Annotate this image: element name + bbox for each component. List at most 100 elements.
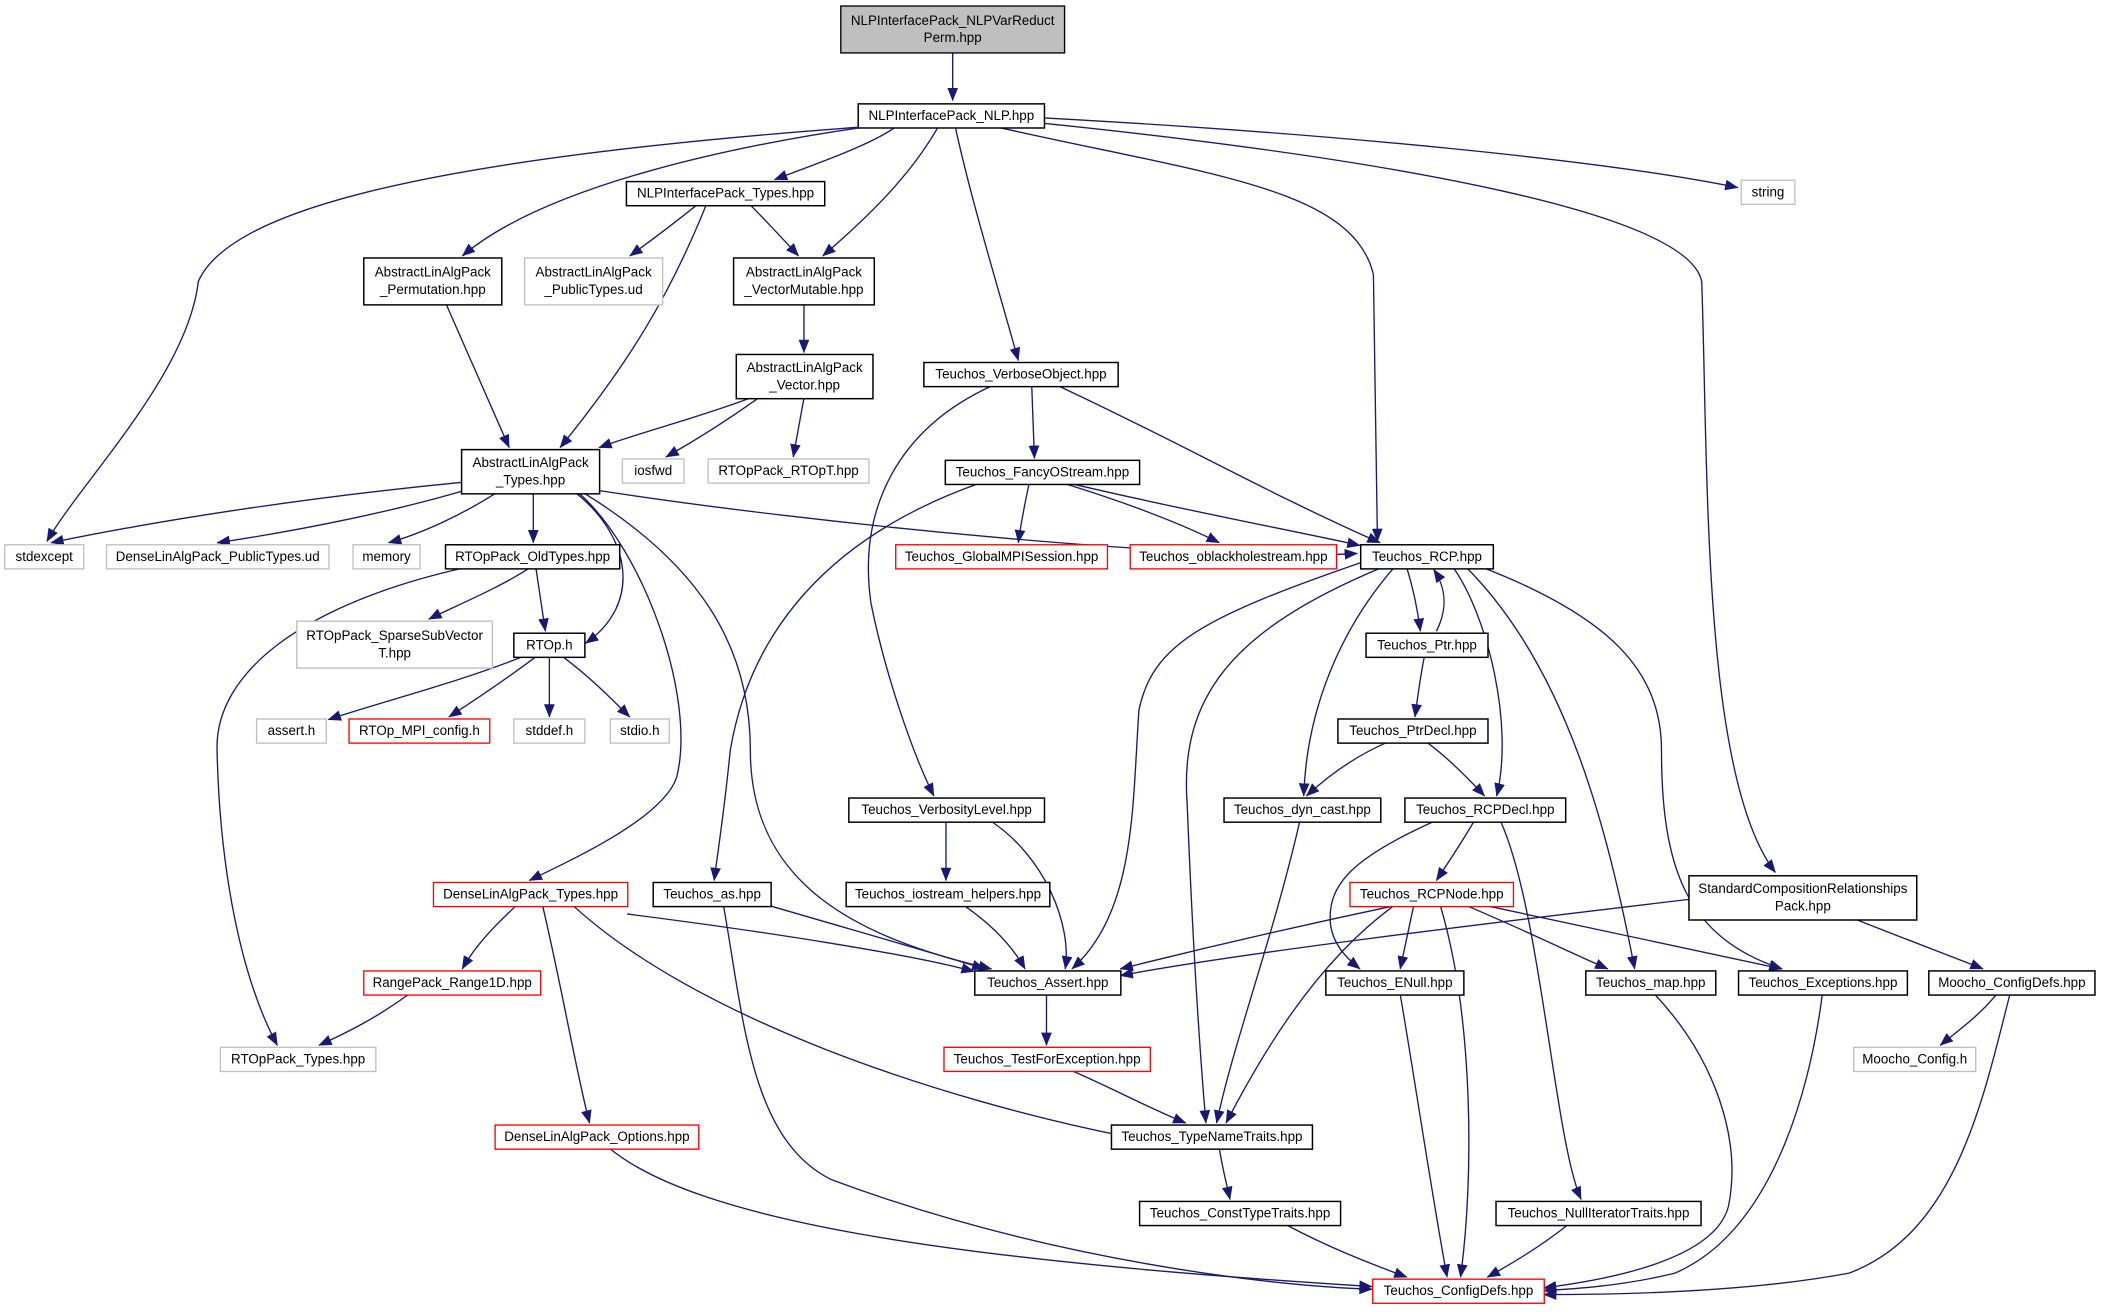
edge-rcp-to-typename bbox=[1185, 567, 1381, 1124]
node-label: RangePack_Range1D.hpp bbox=[373, 975, 532, 990]
node-mpiconfig[interactable]: RTOp_MPI_config.h bbox=[348, 718, 491, 744]
edge-rtopold-to-sparse bbox=[428, 567, 530, 620]
edge-testfor-to-typename bbox=[1071, 1070, 1187, 1124]
node-range1d[interactable]: RangePack_Range1D.hpp bbox=[363, 970, 542, 996]
node-label: NLPInterfacePack_NLPVarReduct bbox=[851, 13, 1055, 28]
node-assert[interactable]: Teuchos_Assert.hpp bbox=[974, 970, 1122, 996]
node-asserth: assert.h bbox=[255, 718, 327, 744]
node-rcpdecl[interactable]: Teuchos_RCPDecl.hpp bbox=[1404, 797, 1567, 823]
edge-rcpdecl-to-nulliter bbox=[1500, 821, 1582, 1201]
node-consttype[interactable]: Teuchos_ConstTypeTraits.hpp bbox=[1138, 1200, 1342, 1227]
node-alavec[interactable]: AbstractLinAlgPack_Vector.hpp bbox=[735, 353, 874, 400]
node-box bbox=[1404, 797, 1567, 823]
node-globalmpi[interactable]: Teuchos_GlobalMPISession.hpp bbox=[895, 544, 1109, 570]
node-rtoph[interactable]: RTOp.h bbox=[513, 632, 586, 659]
node-verbosity[interactable]: Teuchos_VerbosityLevel.hpp bbox=[848, 797, 1046, 823]
node-box bbox=[1337, 718, 1489, 744]
edge-verbose-to-verbosity bbox=[867, 385, 992, 797]
node-label: Teuchos_PtrDecl.hpp bbox=[1349, 723, 1476, 738]
node-map[interactable]: Teuchos_map.hpp bbox=[1585, 970, 1717, 996]
node-label: Perm.hpp bbox=[924, 30, 982, 45]
edge-nlp-to-nlptypes bbox=[773, 126, 896, 181]
edge-nlp-to-stdcomp bbox=[1043, 122, 1776, 873]
node-verbose[interactable]: Teuchos_VerboseObject.hpp bbox=[923, 361, 1119, 388]
node-box bbox=[652, 881, 772, 908]
node-box bbox=[943, 1046, 1151, 1073]
node-layer: NLPInterfacePack_NLPVarReductPerm.hppNLP… bbox=[4, 5, 2096, 1304]
node-testfor[interactable]: Teuchos_TestForException.hpp bbox=[943, 1046, 1151, 1073]
node-label: Teuchos_ConstTypeTraits.hpp bbox=[1150, 1206, 1330, 1221]
node-label: DenseLinAlgPack_Types.hpp bbox=[443, 887, 618, 902]
node-box bbox=[1585, 970, 1717, 996]
node-nlptypes[interactable]: NLPInterfacePack_Types.hpp bbox=[625, 180, 826, 207]
node-label: iosfwd bbox=[634, 463, 672, 478]
node-rcpnode[interactable]: Teuchos_RCPNode.hpp bbox=[1349, 881, 1515, 908]
node-box bbox=[432, 881, 629, 908]
edge-alatypes-to-dlatypes bbox=[528, 492, 682, 882]
node-label: Teuchos_VerboseObject.hpp bbox=[935, 367, 1106, 382]
node-ptrdecl[interactable]: Teuchos_PtrDecl.hpp bbox=[1337, 718, 1489, 744]
node-alavm[interactable]: AbstractLinAlgPack_VectorMutable.hpp bbox=[732, 257, 876, 306]
node-label: Teuchos_TypeNameTraits.hpp bbox=[1121, 1129, 1302, 1144]
node-rcp[interactable]: Teuchos_RCP.hpp bbox=[1359, 544, 1495, 570]
node-label: NLPInterfacePack_Types.hpp bbox=[637, 186, 814, 201]
node-rtopt: RTOpPack_RTOpT.hpp bbox=[707, 458, 870, 484]
node-label: _Permutation.hpp bbox=[379, 282, 486, 297]
node-label: RTOpPack_RTOpT.hpp bbox=[718, 463, 858, 478]
node-asdoc[interactable]: Teuchos_as.hpp bbox=[652, 881, 772, 908]
edge-alatypes-to-stdexcept bbox=[50, 481, 461, 546]
edge-rcp-to-dyncast bbox=[1298, 567, 1395, 797]
node-label: stdexcept bbox=[16, 549, 74, 564]
node-alaperm[interactable]: AbstractLinAlgPack_Permutation.hpp bbox=[363, 257, 503, 306]
node-iosfwd: iosfwd bbox=[621, 458, 685, 484]
node-iohelp[interactable]: Teuchos_iostream_helpers.hpp bbox=[845, 881, 1051, 908]
node-dlaopts[interactable]: DenseLinAlgPack_Options.hpp bbox=[494, 1124, 700, 1150]
node-label: Moocho_ConfigDefs.hpp bbox=[1938, 975, 2085, 990]
node-box bbox=[923, 361, 1119, 388]
node-oblack[interactable]: Teuchos_oblackholestream.hpp bbox=[1129, 544, 1338, 570]
node-moochoconfig: Moocho_Config.h bbox=[1853, 1046, 1977, 1073]
node-box bbox=[363, 257, 503, 306]
edge-verbose-to-fancy bbox=[1028, 385, 1040, 459]
edge-fancy-to-asdoc bbox=[710, 483, 979, 882]
edge-rcp-to-map bbox=[1466, 567, 1638, 970]
edge-alatypes-to-assert bbox=[583, 492, 993, 972]
node-box bbox=[1359, 544, 1495, 570]
node-moochodefs[interactable]: Moocho_ConfigDefs.hpp bbox=[1928, 970, 2096, 996]
node-label: Pack.hpp bbox=[1775, 899, 1831, 914]
node-fancy[interactable]: Teuchos_FancyOStream.hpp bbox=[944, 459, 1141, 486]
node-dlatypes[interactable]: DenseLinAlgPack_Types.hpp bbox=[432, 881, 629, 908]
edge-rcp-to-exceptions bbox=[1484, 567, 1783, 971]
node-label: DenseLinAlgPack_Options.hpp bbox=[504, 1129, 689, 1144]
node-box bbox=[1129, 544, 1338, 570]
node-nulliter[interactable]: Teuchos_NullIteratorTraits.hpp bbox=[1495, 1200, 1702, 1227]
edge-ptrdecl-to-dyncast bbox=[1305, 741, 1388, 797]
node-typename[interactable]: Teuchos_TypeNameTraits.hpp bbox=[1110, 1124, 1314, 1150]
node-exceptions[interactable]: Teuchos_Exceptions.hpp bbox=[1737, 970, 1909, 996]
node-nlp[interactable]: NLPInterfacePack_NLP.hpp bbox=[857, 103, 1046, 129]
node-label: _PublicTypes.ud bbox=[543, 282, 642, 297]
node-label: Teuchos_RCPDecl.hpp bbox=[1416, 802, 1554, 817]
edge-rtoph-to-stdio bbox=[562, 656, 631, 718]
node-ptr[interactable]: Teuchos_Ptr.hpp bbox=[1365, 632, 1489, 659]
edge-rcpnode-to-configdefs bbox=[1439, 905, 1470, 1278]
node-alatypes[interactable]: AbstractLinAlgPack_Types.hpp bbox=[460, 448, 601, 495]
node-rtopold[interactable]: RTOpPack_OldTypes.hpp bbox=[444, 544, 621, 570]
node-label: Teuchos_FancyOStream.hpp bbox=[956, 464, 1129, 479]
node-box bbox=[732, 257, 876, 306]
edge-typename-to-consttype bbox=[1218, 1148, 1233, 1201]
edge-nlp-to-alaperm bbox=[461, 126, 864, 257]
edge-rtopold-to-rtoph bbox=[535, 568, 549, 632]
node-box bbox=[348, 718, 491, 744]
edge-rcp-to-assert bbox=[1071, 562, 1361, 970]
node-label: assert.h bbox=[268, 723, 316, 738]
node-label: Moocho_Config.h bbox=[1862, 1051, 1967, 1066]
node-dyncast[interactable]: Teuchos_dyn_cast.hpp bbox=[1223, 797, 1382, 823]
edge-map-to-configdefs bbox=[1542, 993, 1733, 1292]
node-configdefs[interactable]: Teuchos_ConfigDefs.hpp bbox=[1372, 1278, 1545, 1304]
node-box bbox=[895, 544, 1109, 570]
node-enull[interactable]: Teuchos_ENull.hpp bbox=[1325, 970, 1465, 996]
